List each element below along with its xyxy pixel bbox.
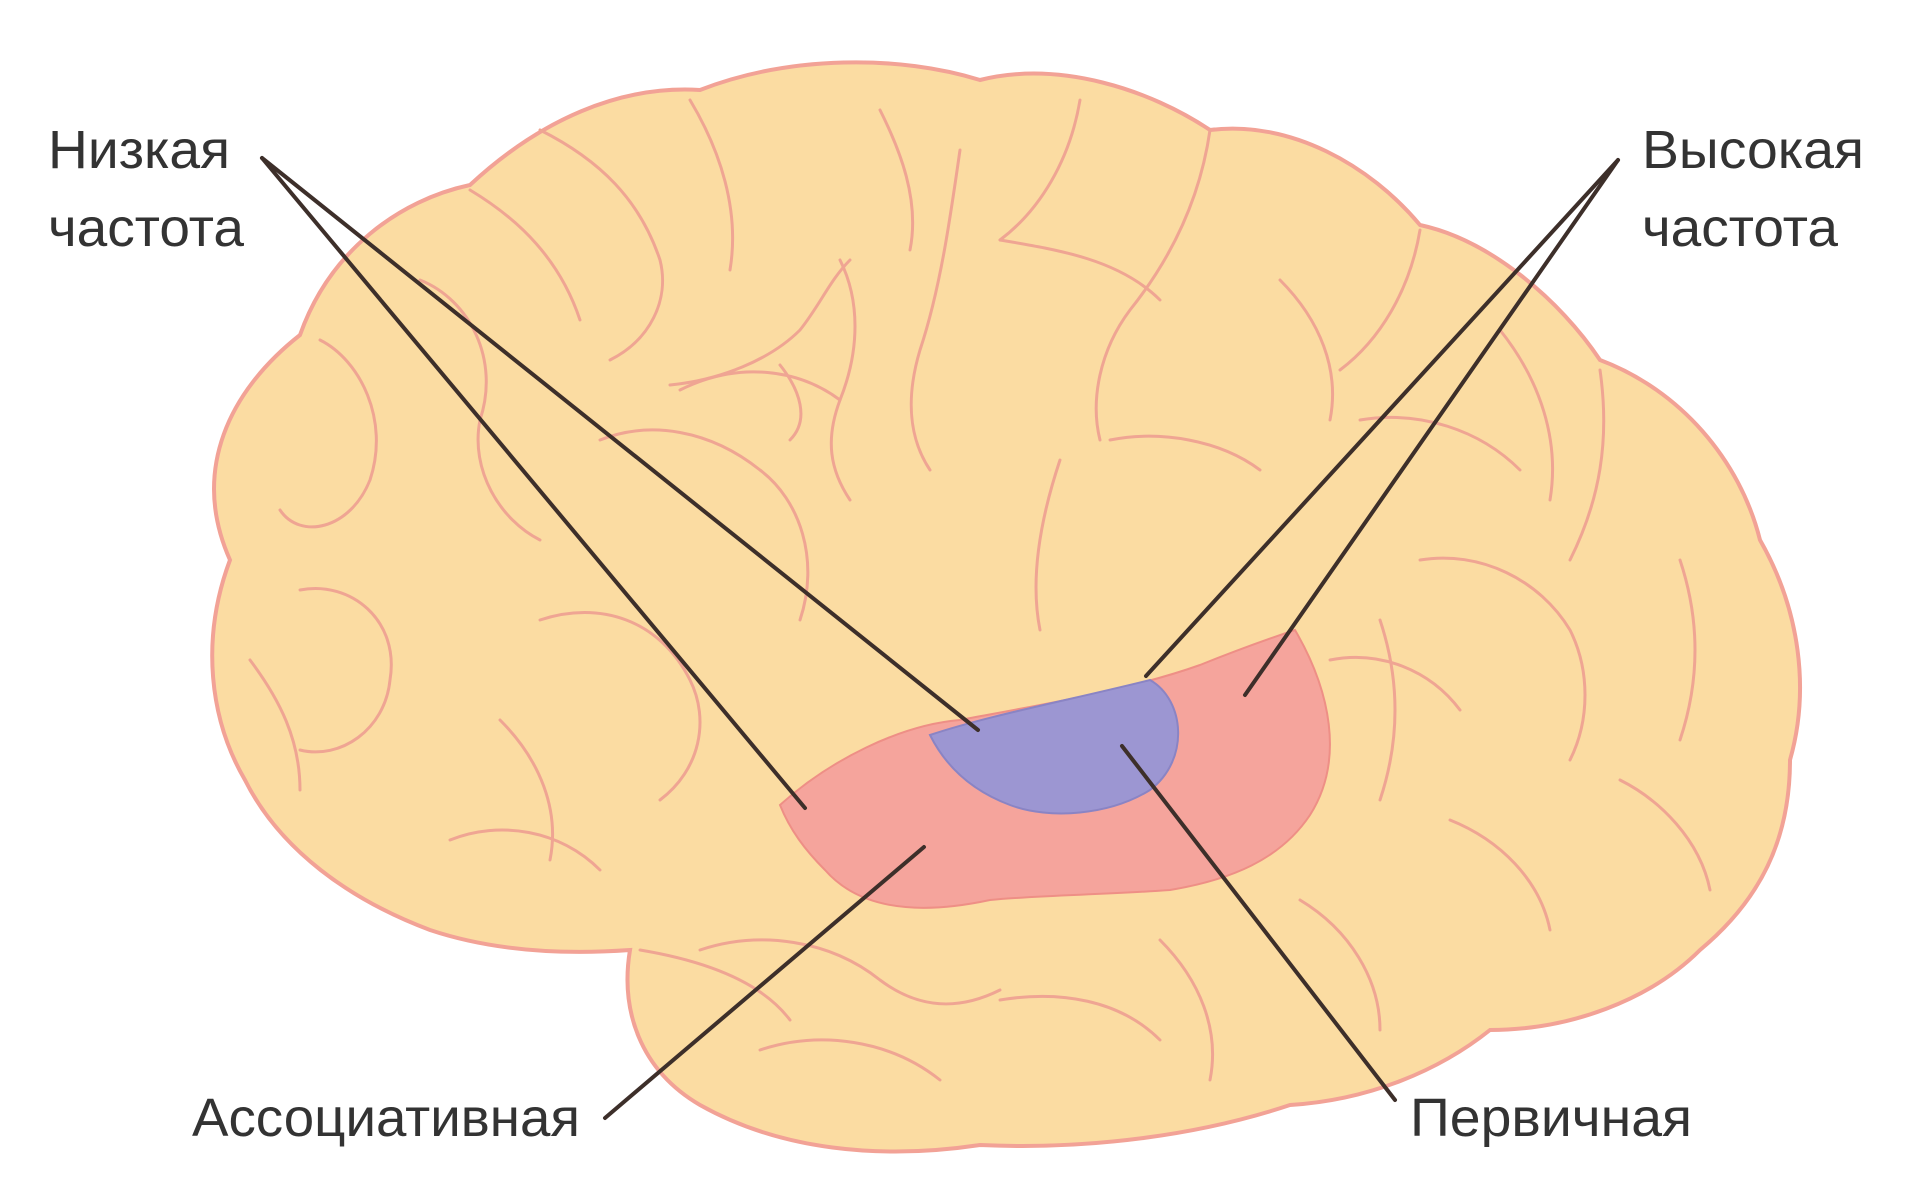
- label-high-frequency-line1: Высокая: [1642, 120, 1864, 180]
- label-associative: Ассоциативная: [192, 1088, 580, 1148]
- leader-low-frequency-to-associative: [260, 156, 807, 810]
- labels: Низкая частота Высокая частота Ассоциати…: [48, 120, 1864, 1148]
- leader-lines: [260, 156, 1620, 1120]
- leader-low-frequency-to-primary: [260, 156, 980, 732]
- label-low-frequency-line2: частота: [48, 198, 245, 258]
- label-high-frequency-line2: частота: [1642, 198, 1839, 258]
- leader-high-frequency-to-associative: [1243, 158, 1620, 697]
- brain-outline: [210, 60, 1802, 1154]
- brain-illustration: [210, 60, 1802, 1154]
- leader-associative: [603, 845, 926, 1120]
- primary-area: [928, 678, 1180, 815]
- leader-primary: [1120, 744, 1397, 1102]
- leader-high-frequency-to-primary: [1144, 158, 1620, 678]
- gyri-lines: [248, 98, 1712, 1082]
- label-low-frequency-line1: Низкая: [48, 120, 230, 180]
- label-primary: Первичная: [1410, 1088, 1692, 1148]
